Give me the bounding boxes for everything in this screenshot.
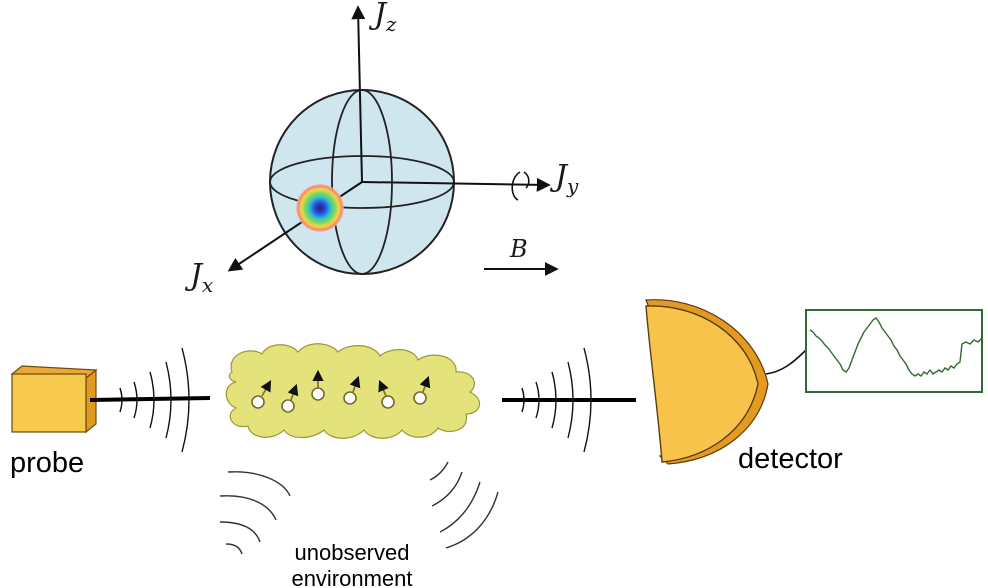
spin-atom	[343, 375, 361, 405]
x-axis-label: Jx	[184, 258, 213, 297]
z-axis-label: Jz	[368, 0, 397, 36]
signal-cable	[765, 349, 807, 375]
atom-cloud	[225, 343, 481, 439]
detector-face	[645, 305, 759, 463]
probe-beam	[89, 396, 211, 402]
y-axis-label: Jy	[549, 159, 579, 198]
probe-box-front	[11, 373, 87, 433]
y-axis	[361, 177, 551, 192]
spin-atom	[413, 375, 431, 405]
spin-atom	[378, 379, 395, 409]
signal-display	[805, 309, 983, 393]
environment-label-line2: environment	[291, 566, 412, 588]
probe-wavefronts	[119, 347, 190, 453]
detector-label: detector	[738, 443, 843, 475]
rotation-arrow-icon	[511, 171, 530, 201]
environment-waves	[219, 461, 499, 555]
magnetic-field: B	[484, 235, 559, 276]
spin-atom	[281, 383, 299, 413]
spin-atoms	[251, 369, 431, 413]
spin-atom	[251, 380, 272, 409]
signal-trace	[809, 317, 983, 377]
field-label: B	[509, 235, 528, 263]
spin-state-distribution	[296, 184, 344, 232]
transmitted-wavefronts	[521, 347, 592, 453]
spin-atom	[311, 369, 325, 401]
signal-frame	[805, 309, 983, 393]
detector-dish	[645, 299, 769, 465]
probe-laser	[10, 365, 98, 434]
probe-label: probe	[10, 447, 84, 479]
z-axis	[351, 5, 366, 183]
environment-label-line1: unobserved	[295, 540, 410, 565]
bloch-sphere	[227, 5, 551, 275]
